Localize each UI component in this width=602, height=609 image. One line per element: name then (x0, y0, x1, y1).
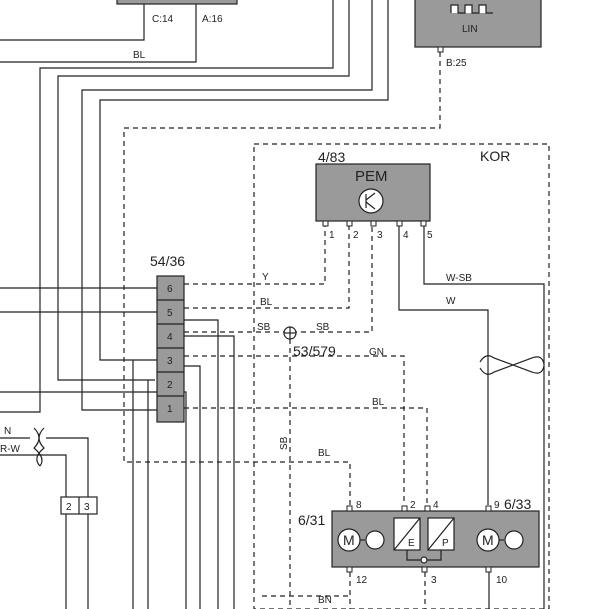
kor-zone (253, 143, 550, 609)
conn-pin-6: 6 (167, 284, 173, 295)
zone-label-kor: KOR (480, 148, 510, 164)
wire-label-r-w: R-W (0, 444, 21, 455)
twisted-pair-left (33, 427, 43, 467)
wire-label-sb-vertical: SB (279, 436, 290, 450)
twisted-pair-symbol (479, 355, 545, 374)
conn-pin-2: 2 (167, 380, 173, 391)
wire-label-sb-left: SB (257, 322, 271, 333)
unit-pin-3: 3 (431, 575, 437, 586)
unit-label-e: E (408, 538, 415, 549)
small-box-pin-2: 2 (66, 502, 72, 513)
connector-id-label: 54/36 (150, 253, 185, 269)
wire-label-y: Y (262, 272, 269, 283)
wire-label-bl-low: BL (318, 448, 331, 459)
splice-id-label: 53/579 (293, 343, 336, 359)
wire-label-n: N (4, 426, 11, 437)
unit-left-label: 6/31 (298, 512, 325, 528)
connector-54-36 (156, 275, 185, 423)
motor-letter-right: M (482, 532, 494, 548)
wire-label-bl-mid: BL (372, 397, 385, 408)
pem-name-label: PEM (355, 168, 388, 185)
label-a16: A:16 (202, 14, 223, 25)
wire-label-sb-right: SB (316, 322, 330, 333)
wire-label-bl-top: BL (133, 50, 146, 61)
unit-pin-8: 8 (356, 500, 362, 511)
unit-right-label: 6/33 (504, 496, 531, 512)
wire-label-bn: BN (318, 595, 332, 606)
lin-pin-label: B:25 (446, 58, 467, 69)
sensor-icon-left (365, 530, 385, 550)
motor-letter-left: M (343, 532, 355, 548)
unit-pin-10: 10 (496, 575, 508, 586)
small-box-pin-3: 3 (84, 502, 90, 513)
pem-pin-5: 5 (427, 230, 433, 241)
sensor-icon-right (504, 530, 524, 550)
lin-label: LIN (462, 24, 478, 35)
wire-label-w: W (446, 296, 456, 307)
conn-pin-4: 4 (167, 332, 173, 343)
unit-pin-4: 4 (433, 500, 439, 511)
pem-pin-3: 3 (377, 230, 383, 241)
transistor-icon (358, 188, 384, 214)
wire-label-w-sb: W-SB (446, 273, 472, 284)
wire-label-bl-pem2: BL (260, 297, 273, 308)
unit-pin-12: 12 (356, 575, 368, 586)
unit-pin-2: 2 (410, 500, 416, 511)
unit-label-p: P (442, 538, 449, 549)
unit-pin-9: 9 (494, 500, 500, 511)
pem-id-label: 4/83 (318, 149, 345, 165)
conn-pin-3: 3 (167, 356, 173, 367)
pem-pin-1: 1 (329, 230, 335, 241)
conn-pin-1: 1 (167, 404, 173, 415)
pem-pin-2: 2 (353, 230, 359, 241)
conn-pin-5: 5 (167, 308, 173, 319)
pulse-signal-icon (450, 4, 493, 14)
lin-module (414, 0, 542, 48)
wire-label-gn: GN (369, 347, 384, 358)
pem-pin-4: 4 (403, 230, 409, 241)
top-connector-block (116, 0, 238, 5)
label-c14: C:14 (152, 14, 174, 25)
